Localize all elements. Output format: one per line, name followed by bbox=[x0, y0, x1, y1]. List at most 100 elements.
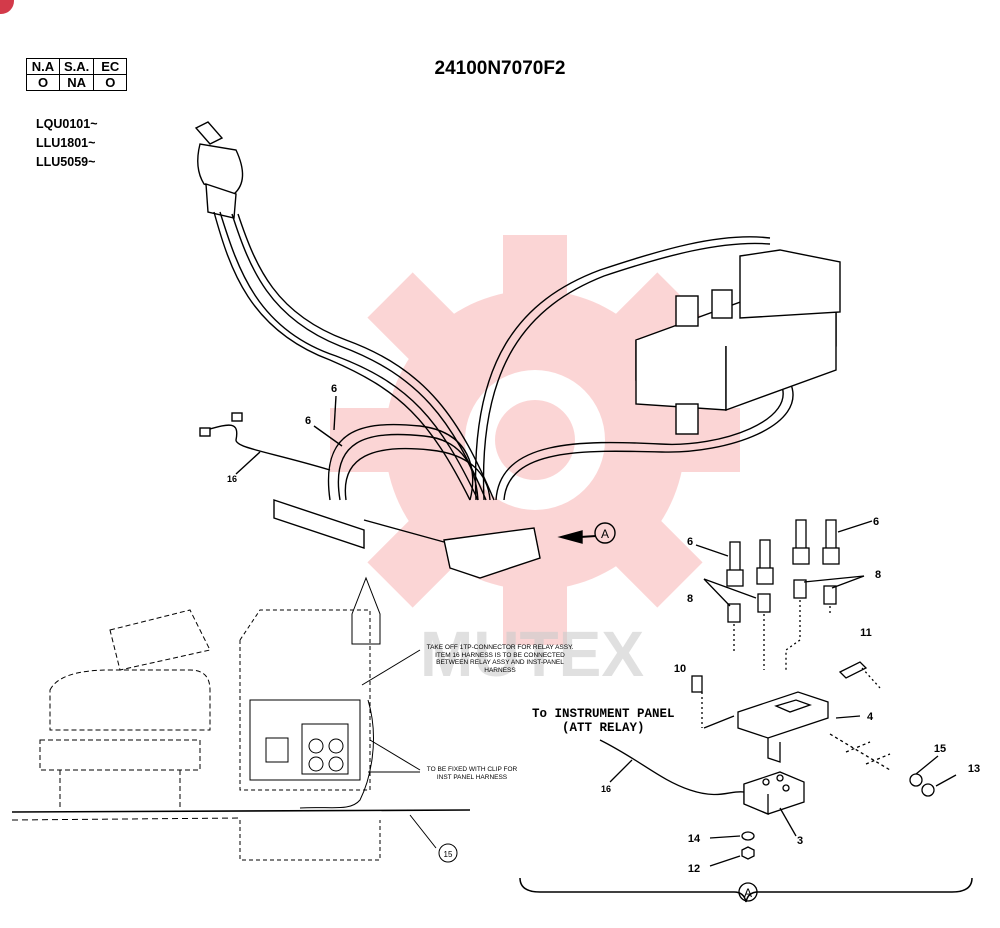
valve-port-2 bbox=[711, 289, 733, 319]
availability-value-ec: O bbox=[93, 74, 128, 91]
leader-relay-3 bbox=[779, 807, 797, 837]
callout-bracket: 4 bbox=[867, 711, 874, 723]
callout-washer-14: 14 bbox=[688, 833, 701, 845]
floor-frame bbox=[239, 820, 381, 861]
bracket-tab bbox=[767, 738, 781, 763]
leader-clip-note-1 bbox=[369, 739, 421, 771]
leader-nut-13 bbox=[935, 774, 957, 787]
clip-fixing-note: TO BE FIXED WITH CLIP FOR INST PANEL HAR… bbox=[426, 766, 518, 781]
detail-hose-ends bbox=[726, 519, 840, 587]
view-a-arrow-shaft bbox=[579, 535, 597, 538]
serial-range-list: LQU0101~ LLU1801~ LLU5059~ bbox=[36, 115, 98, 172]
callout-washer-15: 15 bbox=[934, 743, 946, 755]
console-outline bbox=[239, 609, 371, 791]
callout-detail-label: A bbox=[744, 886, 752, 900]
hose-to-valve-3 bbox=[495, 381, 784, 501]
valve-upper-section bbox=[739, 249, 841, 319]
serial-range-2: LLU1801~ bbox=[36, 136, 96, 150]
callout-nut-13: 13 bbox=[968, 763, 980, 775]
callout-relay: 3 bbox=[797, 835, 803, 847]
callout-fitting-left: 8 bbox=[687, 593, 693, 605]
harness-connector-2 bbox=[231, 412, 243, 422]
valve-port-3 bbox=[675, 403, 699, 435]
hose-joystick-3 bbox=[231, 213, 487, 501]
seat-armrest bbox=[109, 609, 211, 671]
leader-to-panel bbox=[703, 715, 735, 729]
relay-coil-3 bbox=[308, 756, 324, 772]
callout-harness-detail: 16 bbox=[601, 784, 611, 794]
callout-hose-b: 6 bbox=[305, 415, 311, 427]
leader-nut-12 bbox=[709, 855, 741, 867]
detail-fittings bbox=[727, 579, 837, 623]
exploded-detail bbox=[519, 519, 973, 903]
joystick-knob bbox=[194, 121, 224, 145]
relay-block-1 bbox=[265, 737, 289, 763]
detail-callouts: 6 6 8 8 4 10 11 3 15 13 16 14 12 A bbox=[601, 516, 980, 900]
watermark-gear-icon bbox=[330, 235, 740, 645]
callout-detail-hose-left: 6 bbox=[687, 536, 693, 548]
mount-plate-right bbox=[443, 527, 541, 579]
callout-view-a: A bbox=[601, 527, 609, 541]
main-assembly bbox=[194, 121, 841, 579]
seat-base bbox=[39, 739, 201, 771]
detail-assembly-lines bbox=[733, 600, 831, 670]
leader-hose-a bbox=[333, 395, 337, 431]
callout-ref-15: 15 bbox=[444, 850, 453, 859]
valve-body-side bbox=[725, 306, 837, 411]
floor-dash-line bbox=[11, 817, 241, 821]
hose-to-valve-2 bbox=[482, 242, 771, 501]
detail-brace bbox=[519, 877, 973, 903]
availability-header-sa: S.A. bbox=[58, 58, 95, 75]
hose-loop-3 bbox=[344, 447, 491, 501]
relay-coil-4 bbox=[328, 756, 344, 772]
leader-bracket-4 bbox=[835, 715, 861, 719]
leader-fitting-8a bbox=[703, 578, 731, 607]
valve-body-front bbox=[635, 340, 727, 411]
leader-washer-15 bbox=[915, 755, 939, 775]
leader-fitting-8c bbox=[803, 575, 865, 583]
mount-plate-left bbox=[273, 499, 365, 549]
callout-harness-main: 16 bbox=[227, 474, 237, 484]
to-instrument-panel-line2: (ATT RELAY) bbox=[562, 721, 645, 735]
serial-range-3: LLU5059~ bbox=[36, 155, 96, 169]
relay-block-2 bbox=[301, 723, 349, 775]
leader-harness-main bbox=[235, 451, 261, 475]
leader-fitting-8d bbox=[831, 575, 865, 589]
washer-14-shape bbox=[741, 831, 755, 841]
leader-harness-detail bbox=[609, 759, 633, 783]
washer-15-shape bbox=[909, 773, 923, 787]
floor-line bbox=[11, 809, 471, 813]
callout-nut-12: 12 bbox=[688, 863, 700, 875]
leader-ref-15 bbox=[409, 814, 437, 849]
leader-relay-note bbox=[361, 649, 421, 686]
relay-connector-note: TAKE OFF 1TP-CONNECTOR FOR RELAY ASSY. I… bbox=[426, 644, 574, 674]
relay-box-outline bbox=[249, 699, 361, 781]
part-number-title: 24100N7070F2 bbox=[434, 58, 566, 79]
leader-washer-14 bbox=[709, 835, 741, 839]
nut-12-shape bbox=[741, 846, 755, 860]
relay-coil-1 bbox=[308, 738, 324, 754]
detail-harness bbox=[599, 739, 745, 796]
axis-lines bbox=[829, 733, 891, 771]
valve-port-1 bbox=[675, 295, 699, 327]
to-instrument-panel-label: To INSTRUMENT PANEL (ATT RELAY) bbox=[532, 707, 675, 735]
callout-bolt-11: 11 bbox=[860, 627, 872, 639]
availability-value-sa: NA bbox=[58, 74, 95, 91]
hose-loop-1 bbox=[327, 423, 474, 501]
watermark-text: MUTEX bbox=[420, 618, 644, 690]
hose-to-valve-1 bbox=[474, 236, 771, 501]
relay-coil-2 bbox=[328, 738, 344, 754]
joystick-boot bbox=[197, 143, 244, 195]
inst-panel-harness bbox=[299, 699, 374, 809]
callout-bolt-10: 10 bbox=[674, 663, 686, 675]
ref-15-circle bbox=[438, 843, 458, 863]
leader-hose-b bbox=[313, 425, 343, 447]
leader-hose-6a bbox=[695, 544, 729, 557]
relay-bracket bbox=[737, 691, 829, 739]
cab-installation bbox=[11, 576, 471, 863]
bracket-hole bbox=[774, 699, 812, 713]
callout-hose-a: 6 bbox=[331, 383, 337, 395]
relay-unit-front bbox=[743, 784, 769, 815]
